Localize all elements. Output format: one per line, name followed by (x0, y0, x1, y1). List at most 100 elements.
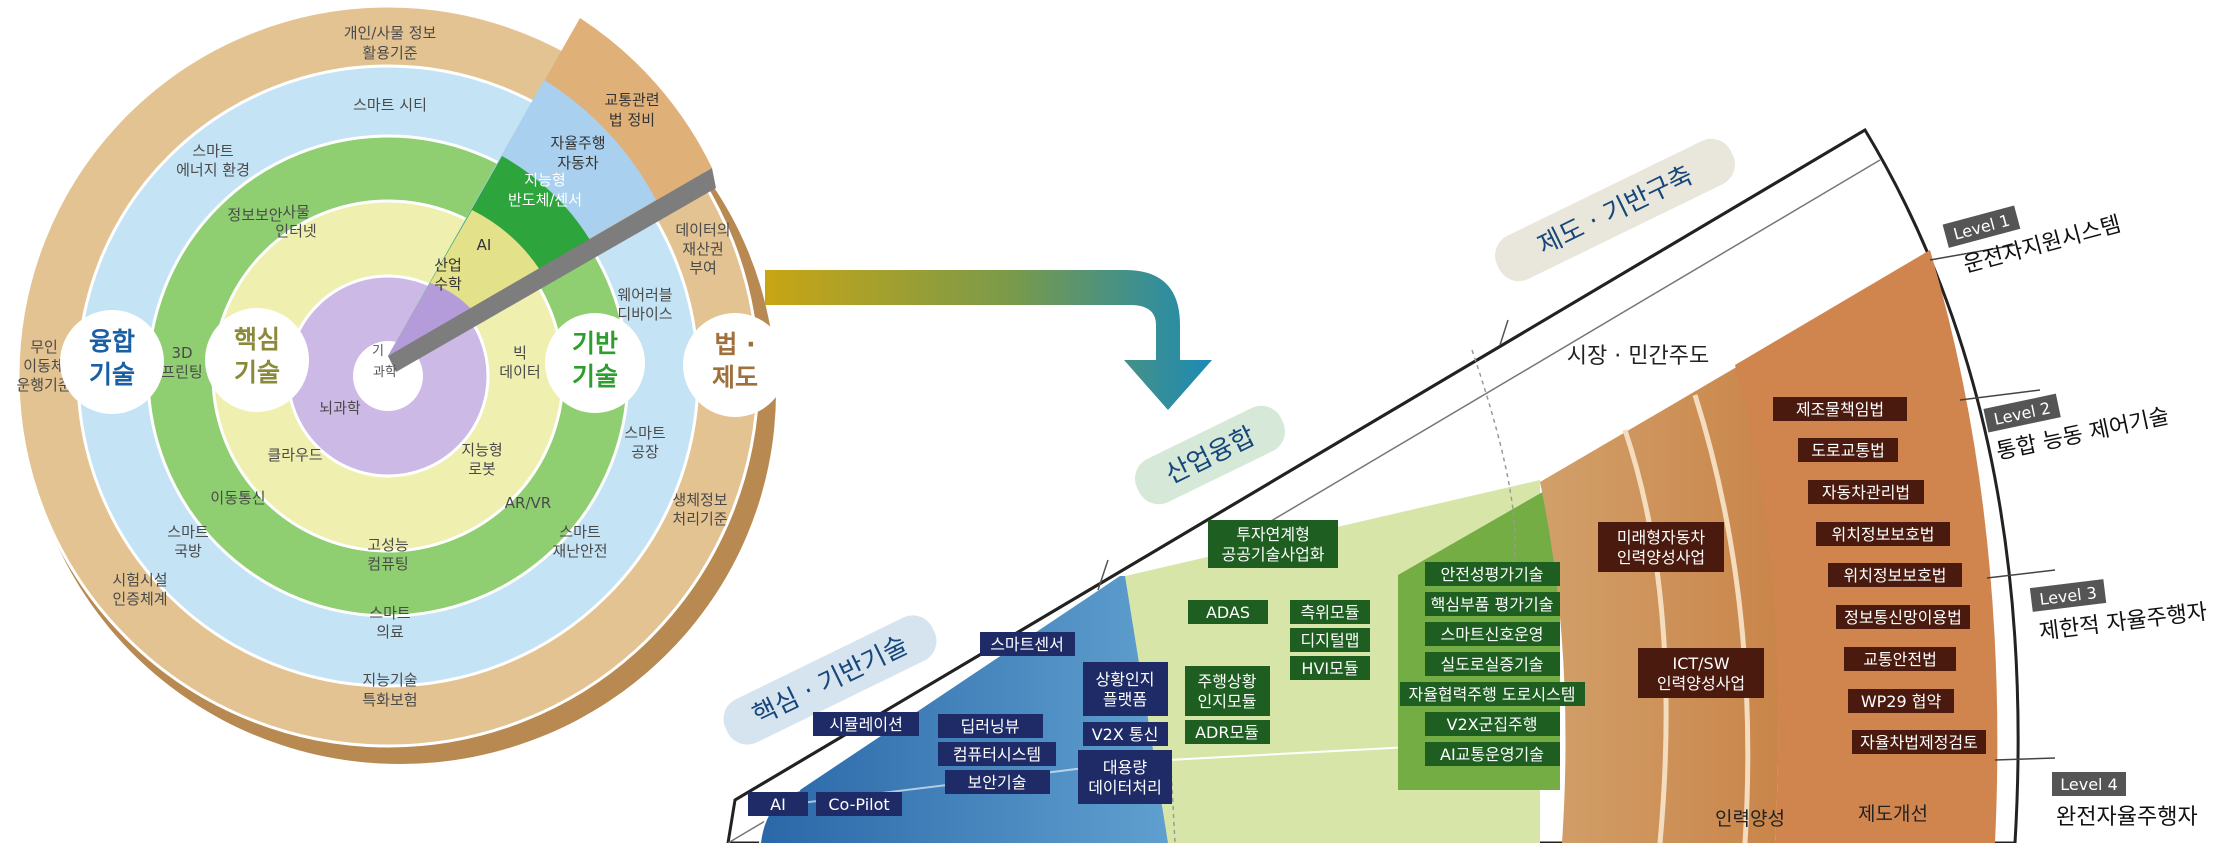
svg-text:위치정보보호법: 위치정보보호법 (1831, 525, 1934, 544)
badge-foundation-line1: 기반 (572, 329, 618, 358)
svg-text:AI: AI (770, 795, 786, 814)
yellow-label-2: 인터넷 (275, 222, 316, 240)
yellow-label-3: 클라우드 (267, 446, 322, 464)
tag-adas: ADAS (1188, 600, 1268, 624)
tag-wp29: WP29 협약 (1848, 689, 1954, 713)
blue-label-8: 스마트 (559, 523, 601, 541)
badge-law-line2: 제도 (712, 363, 758, 392)
outer-label-9: 특화보험 (362, 691, 417, 709)
tag-parts-eval: 핵심부품 평가기술 (1425, 592, 1560, 616)
tag-platooning: V2X군집주행 (1425, 712, 1560, 736)
wheel-slice (388, 18, 716, 372)
svg-text:AI교통운영기술: AI교통운영기술 (1440, 745, 1544, 764)
tag-location-act-2: 위치정보보호법 (1828, 563, 1962, 587)
blue-label-11: 의료 (376, 623, 404, 641)
green-label-7: AR/VR (505, 494, 551, 512)
outer-label-14: 운행기준 (16, 376, 71, 394)
green-label-4: 이동통신 (210, 489, 265, 507)
green-label-3: 프린팅 (161, 363, 202, 381)
hr-label: 인력양성 (1715, 808, 1785, 830)
badge-core: 핵심 기술 (205, 308, 309, 412)
badge-core-line1: 핵심 (234, 325, 280, 354)
outer-label-10: 시험시설 (112, 571, 167, 589)
green-label-9: 로봇 (468, 460, 496, 478)
blue-label-5: 디바이스 (617, 305, 672, 323)
badge-core-line2: 기술 (234, 358, 280, 387)
tag-network-act: 정보통신망이용법 (1836, 605, 1970, 629)
badge-convergence-line1: 융합 (89, 327, 135, 356)
outer-label-13: 이동체 (23, 357, 64, 375)
center-label-2: 과학 (373, 365, 397, 380)
svg-text:제조물책임법: 제조물책임법 (1796, 400, 1884, 419)
badge-convergence-line2: 기술 (89, 360, 135, 389)
svg-text:ADAS: ADAS (1206, 603, 1250, 622)
svg-text:딥러닝뷰: 딥러닝뷰 (961, 717, 1020, 736)
tag-deeplearning: 딥러닝뷰 (938, 714, 1043, 738)
blue-label-12: 스마트 (167, 523, 209, 541)
badge-law-line1: 법 · (714, 330, 755, 359)
svg-text:측위모듈: 측위모듈 (1301, 603, 1360, 622)
purple-slice-label-1: 산업 (434, 256, 462, 274)
svg-text:핵심부품 평가기술: 핵심부품 평가기술 (1431, 595, 1554, 614)
svg-text:정보통신망이용법: 정보통신망이용법 (1844, 608, 1962, 627)
tag-coop-road: 자율협력주행 도로시스템 (1400, 682, 1585, 706)
tag-vehicle-mgmt-act: 자동차관리법 (1808, 480, 1924, 504)
green-label-5: 고성능 (367, 536, 409, 554)
svg-text:실도로실증기술: 실도로실증기술 (1440, 655, 1543, 674)
svg-text:ADR모듈: ADR모듈 (1195, 723, 1259, 742)
tag-road-test: 실도로실증기술 (1425, 652, 1560, 676)
svg-text:V2X 통신: V2X 통신 (1092, 725, 1159, 744)
outer-label-3: 데이터의 (675, 221, 730, 239)
badge-convergence: 융합 기술 (60, 310, 164, 414)
reform-label: 제도개선 (1858, 803, 1928, 825)
blue-label-13: 국방 (174, 542, 202, 560)
tag-road-traffic-act: 도로교통법 (1798, 438, 1898, 462)
level-1: Level 1 운전자지원시스템 (1942, 205, 2124, 278)
outer-label-8: 지능기술 (362, 671, 417, 689)
outer-slice-label-2: 법 정비 (609, 111, 655, 129)
green-label-1: 정보보안 (227, 206, 282, 224)
tag-v2x: V2X 통신 (1083, 722, 1168, 746)
tag-traffic-safety-act: 교통안전법 (1844, 647, 1956, 671)
blue-label-2: 스마트 (192, 142, 234, 160)
level-4-title: 완전자율주행자 (2056, 805, 2198, 830)
green-slice-label-2: 반도체/센서 (508, 191, 582, 209)
tag-digital-map: 디지털맵 (1290, 628, 1370, 652)
svg-text:디지털맵: 디지털맵 (1301, 631, 1360, 650)
badge-foundation: 기반 기술 (545, 313, 645, 413)
svg-text:자동차관리법: 자동차관리법 (1822, 483, 1910, 502)
tag-computer-system: 컴퓨터시스템 (938, 742, 1056, 766)
blue-label-9: 재난안전 (552, 542, 607, 560)
svg-text:HVI모듈: HVI모듈 (1301, 659, 1358, 678)
purple-slice-label-2: 수학 (434, 275, 462, 293)
blue-label-7: 공장 (631, 443, 659, 461)
tag-smart-sensor: 스마트센서 (980, 632, 1075, 656)
badge-law: 법 · 제도 (683, 313, 787, 417)
green-slice-label-1: 지능형 (524, 171, 565, 189)
tag-ai-traffic: AI교통운영기술 (1425, 742, 1560, 766)
tag-copilot: Co-Pilot (816, 792, 902, 816)
tag-ai: AI (748, 792, 808, 816)
blue-label-3: 에너지 환경 (176, 161, 250, 179)
blue-slice-label-2: 자동차 (557, 154, 599, 172)
roadmap-fan: 핵심 · 기반기술 산업융합 제도 · 기반구축 시장 · 민간주도 인력양성 … (723, 127, 2209, 843)
tag-product-liability: 제조물책임법 (1773, 397, 1907, 421)
green-label-2: 3D (171, 344, 192, 362)
tag-hvi: HVI모듈 (1290, 656, 1370, 680)
outer-label-6: 생체정보 (672, 491, 727, 509)
svg-text:WP29 협약: WP29 협약 (1861, 692, 1942, 711)
outer-label-7: 처리기준 (672, 510, 727, 528)
svg-text:시뮬레이션: 시뮬레이션 (829, 715, 903, 734)
tag-av-law-review: 자율차법제정검토 (1852, 730, 1986, 754)
svg-text:V2X군집주행: V2X군집주행 (1447, 715, 1538, 734)
outer-slice-label-1: 교통관련 (604, 91, 659, 109)
